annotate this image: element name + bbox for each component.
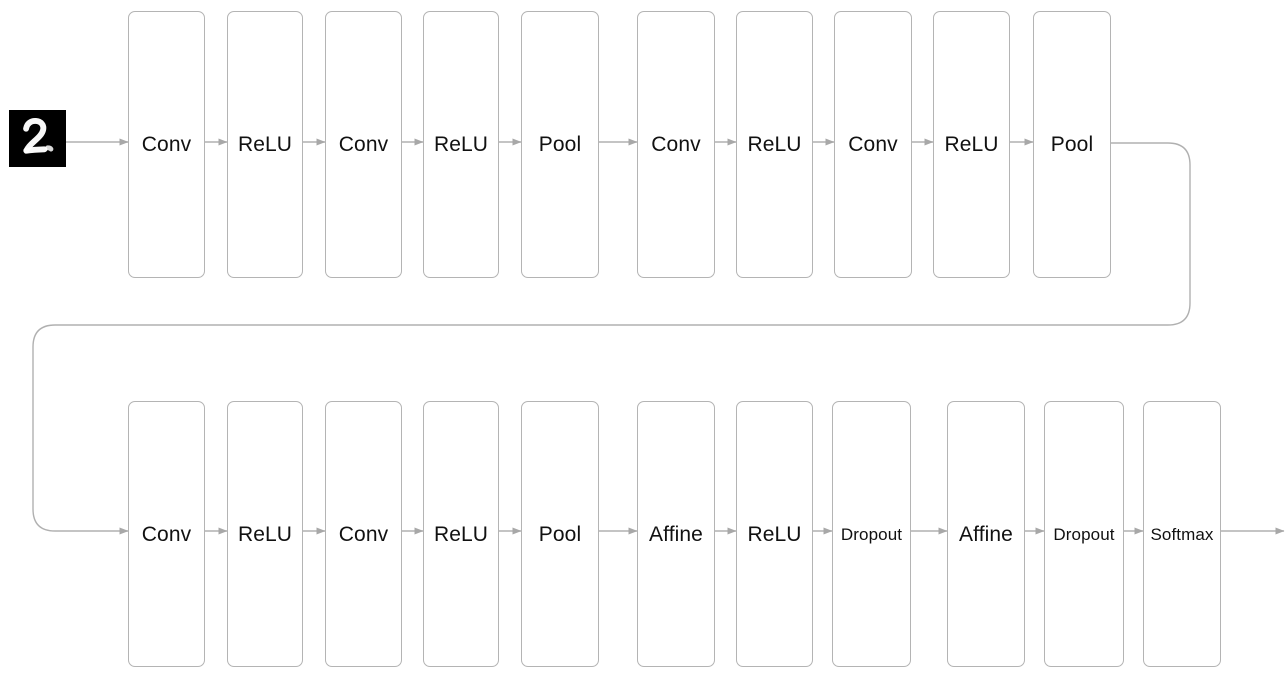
layer-box-pool-r1-5: Pool (521, 11, 599, 278)
layer-box-softmax-r2-11: Softmax (1143, 401, 1221, 667)
layer-label: Pool (538, 133, 582, 156)
layer-box-pool-r1-10: Pool (1033, 11, 1111, 278)
layer-box-conv-r1-3: Conv (325, 11, 402, 278)
layer-label: ReLU (237, 133, 293, 156)
layer-box-relu-r2-7: ReLU (736, 401, 813, 667)
layer-label: Pool (538, 522, 582, 546)
layer-label: ReLU (237, 522, 293, 546)
layer-box-conv-r2-3: Conv (325, 401, 402, 667)
layer-box-conv-r1-6: Conv (637, 11, 715, 278)
layer-box-conv-r1-8: Conv (834, 11, 912, 278)
layer-box-relu-r2-2: ReLU (227, 401, 303, 667)
layer-label: Affine (649, 522, 703, 546)
layer-box-affine-r2-9: Affine (947, 401, 1025, 667)
layer-label: Conv (651, 133, 701, 156)
layer-label: Conv (141, 522, 192, 546)
layer-label: Dropout (1053, 524, 1115, 544)
layer-label: Conv (338, 522, 389, 546)
digit-2-glyph (9, 110, 66, 167)
layer-box-conv-r2-1: Conv (128, 401, 205, 667)
layer-box-pool-r2-5: Pool (521, 401, 599, 667)
layer-label: ReLU (433, 522, 489, 546)
layer-box-relu-r1-7: ReLU (736, 11, 813, 278)
layer-label: Conv (848, 133, 898, 156)
layer-label: Affine (959, 522, 1013, 546)
layer-box-relu-r2-4: ReLU (423, 401, 499, 667)
layer-label: Pool (1050, 133, 1094, 156)
layer-box-dropout-r2-10: Dropout (1044, 401, 1124, 667)
layer-label: Dropout (840, 524, 903, 544)
layer-box-affine-r2-6: Affine (637, 401, 715, 667)
layer-label: Conv (141, 133, 192, 156)
layer-label: ReLU (747, 522, 802, 546)
layer-box-dropout-r2-8: Dropout (832, 401, 911, 667)
layer-box-conv-r1-1: Conv (128, 11, 205, 278)
layer-label: ReLU (944, 133, 999, 156)
layer-label: ReLU (433, 133, 489, 156)
layer-label: ReLU (747, 133, 802, 156)
mnist-digit-thumbnail (9, 110, 66, 167)
layer-box-relu-r1-2: ReLU (227, 11, 303, 278)
layer-label: Softmax (1150, 524, 1214, 544)
layer-label: Conv (338, 133, 389, 156)
layer-box-relu-r1-4: ReLU (423, 11, 499, 278)
layer-box-relu-r1-9: ReLU (933, 11, 1010, 278)
